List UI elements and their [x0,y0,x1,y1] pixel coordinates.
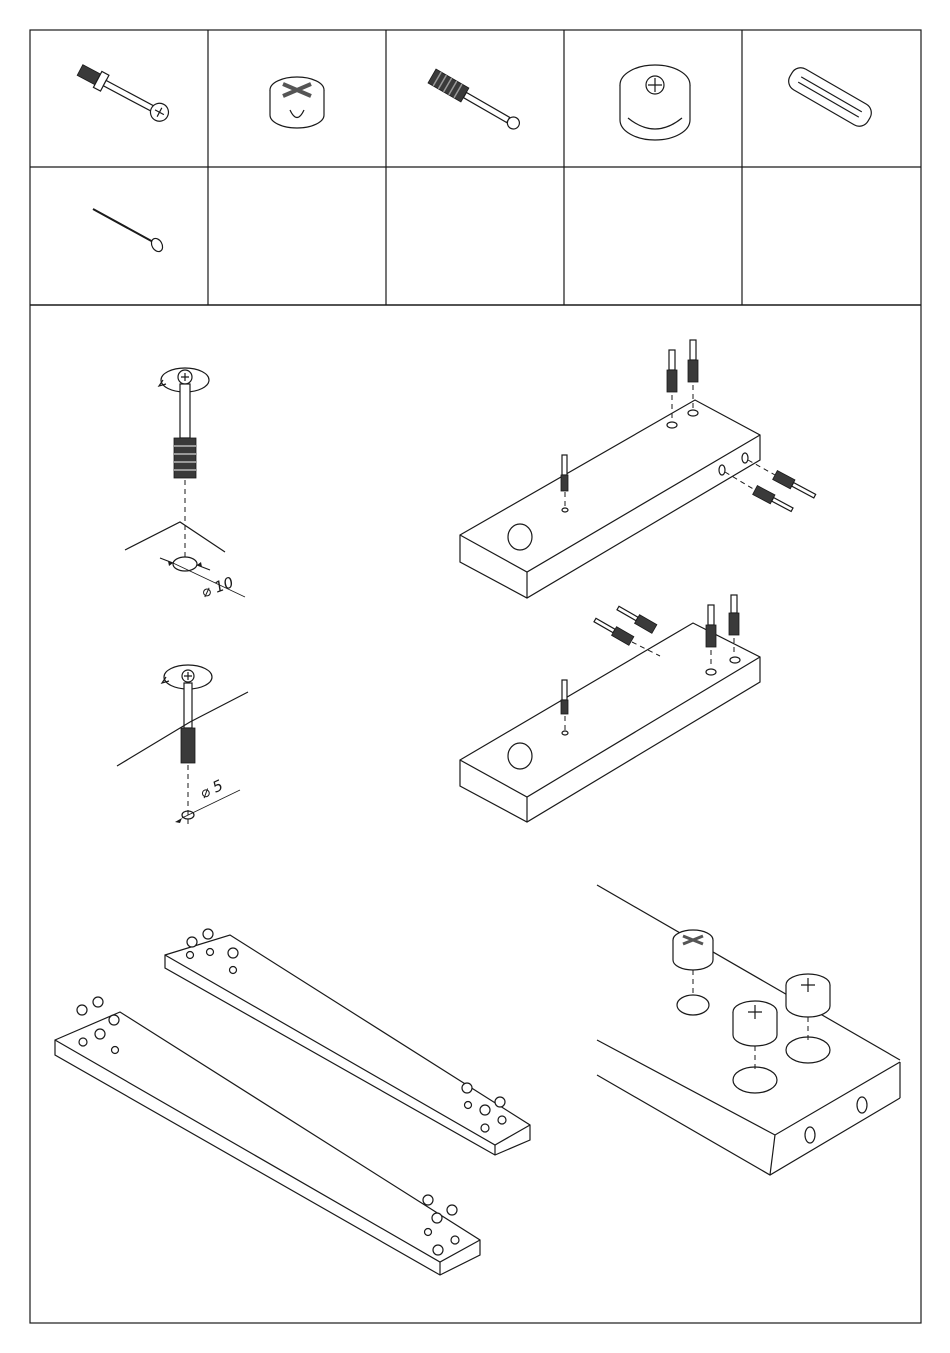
cam-bolt-icon [76,62,172,124]
cam-lock-detail [597,885,900,1175]
cam-lock-nut-large-icon [620,65,690,140]
bolt-install-large: ⌀ 10 [125,368,245,601]
board-assembly-lower [460,595,760,822]
nail-icon [93,209,165,254]
bolt-install-small: ⌀ 5 [117,665,248,825]
dowel-bolt-icon [428,69,523,133]
connector-plate-icon [785,64,875,130]
board-assembly-upper [460,340,817,598]
cam-lock-nut-icon [270,77,324,128]
rails-with-cam-nuts [55,929,530,1275]
